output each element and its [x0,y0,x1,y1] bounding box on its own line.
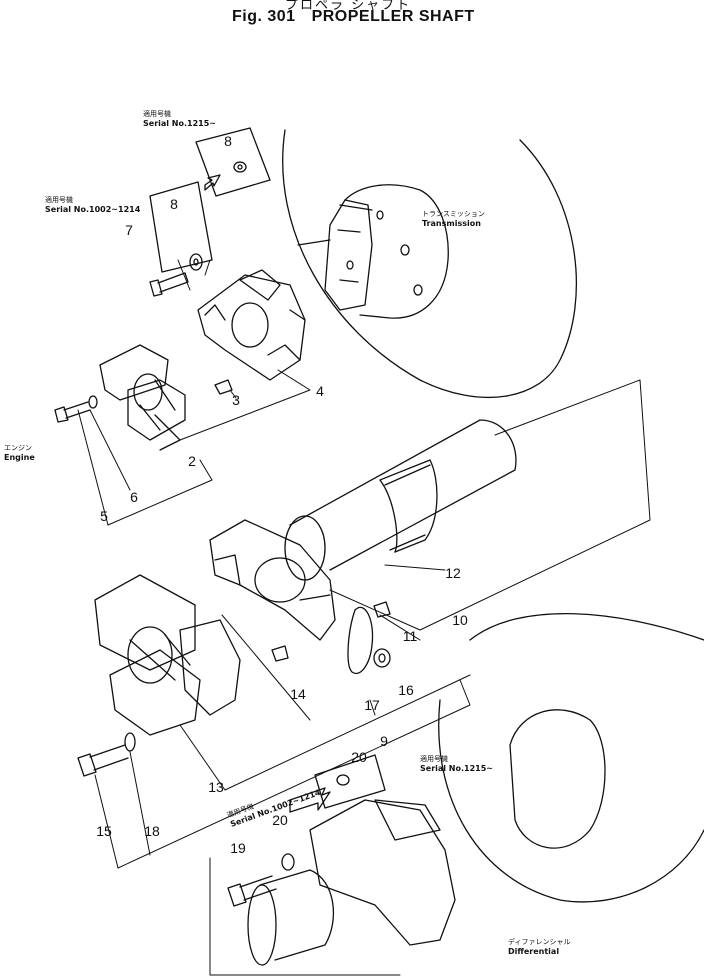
callout-6: 6 [130,489,138,505]
nut-16 [374,649,390,667]
engine-label: エンジン Engine [4,444,35,462]
figure-title: Fig. 301 PROPELLER SHAFT [232,8,491,26]
grease-fitting-3 [215,380,232,394]
grease-fitting-11 [374,602,390,617]
callout-3: 3 [232,392,240,408]
bolt-5 [55,402,90,422]
bolt-15 [78,745,128,776]
callout-16: 16 [398,682,414,698]
callout-7: 7 [125,222,133,238]
callout-20-top: 20 [351,749,367,765]
serial-1215-inset-bottom [290,755,385,812]
callout-17: 17 [364,697,380,713]
callout-12: 12 [445,565,461,581]
callout-5: 5 [100,508,108,524]
lock-plate-17 [348,607,373,673]
washer-20 [282,854,294,870]
differential-flange-yoke [248,800,455,965]
callout-13: 13 [208,779,224,795]
callout-11: 11 [402,628,418,644]
serial-1002-inset-top [150,182,212,272]
transmission-housing [283,130,577,397]
serial-label-top: 適用号機 Serial No.1215~ [143,110,216,128]
figure-number: Fig. 301 [232,8,296,25]
leader-lines [78,260,650,975]
washer-6 [89,396,97,408]
callout-14: 14 [290,686,306,702]
title-japanese: プロペラ シャフト [285,0,412,13]
serial-label-left: 適用号機 Serial No.1002~1214 [45,196,141,214]
flange-yoke-4 [198,270,305,380]
callout-9: 9 [380,733,388,749]
callout-2: 2 [188,453,196,469]
bolt-19 [228,876,276,906]
callout-18: 18 [144,823,160,839]
transmission-label: トランスミッション Transmission [422,210,485,228]
universal-joint-spider-13 [95,575,240,735]
callout-8-top: 8 [224,133,232,149]
callout-10: 10 [452,612,468,628]
callout-20-bottom: 20 [272,812,288,828]
callout-19: 19 [230,840,246,856]
shaft-yoke-10 [210,520,335,640]
serial-1215-inset-top [196,128,270,196]
differential-label: ディファレンシャル Differential [508,938,571,956]
serial-label-right: 適用号機 Serial No.1215~ [420,755,493,773]
washer-18 [125,733,135,751]
callout-15: 15 [96,823,112,839]
bolt-7 [150,273,188,296]
callout-4: 4 [316,383,324,399]
universal-joint-spider-2 [100,345,185,450]
propeller-shaft-body [285,420,516,580]
callout-8-left: 8 [170,196,178,212]
figure-name: PROPELLER SHAFT [311,8,475,25]
grease-fitting-14 [272,646,288,661]
differential-housing [439,614,704,902]
